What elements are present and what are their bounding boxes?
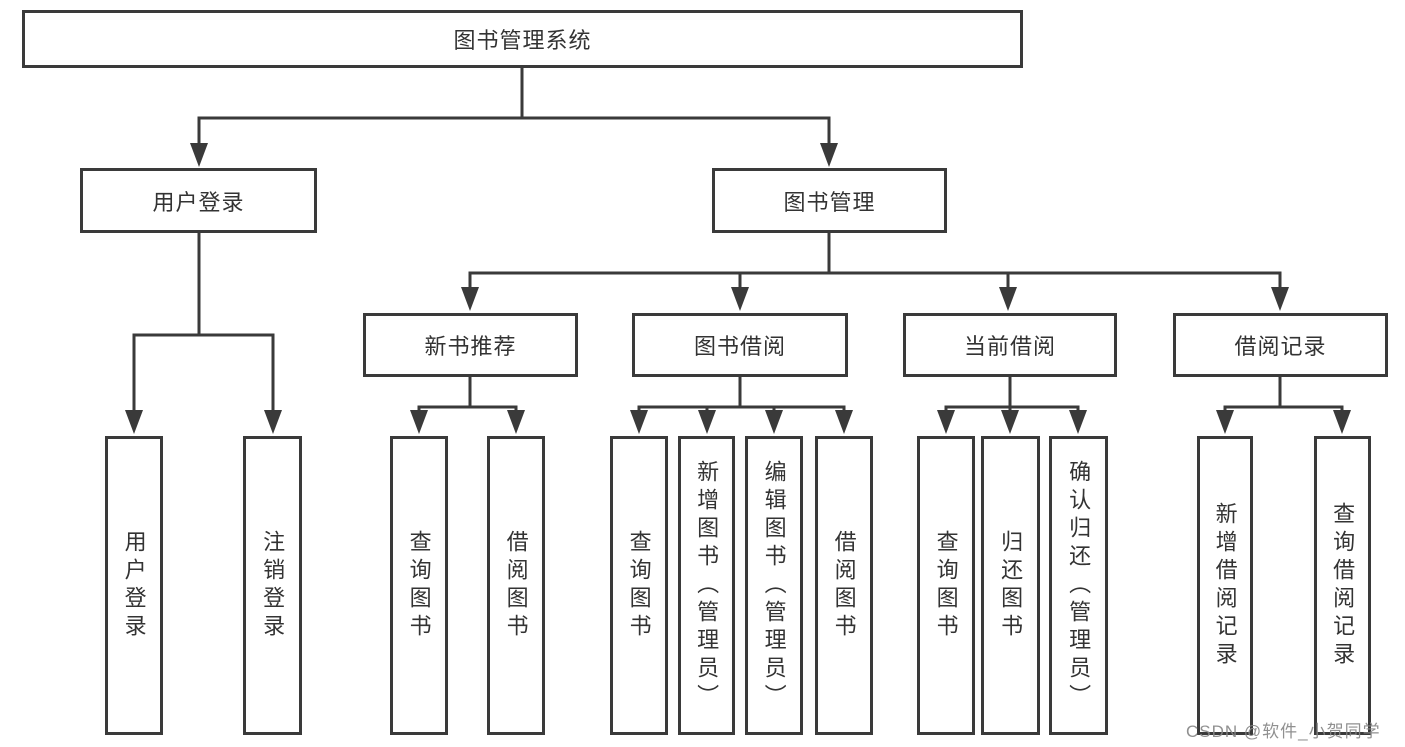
arrowhead-leaf-user-login [125, 410, 143, 434]
leaf-logout: 注销登录 [243, 436, 302, 735]
leaf-borrow-books: 借阅图书 [815, 436, 873, 735]
node-label: 图书借阅 [693, 334, 786, 359]
connector-user-login-children [132, 231, 275, 415]
leaf-query-books: 查询图书 [390, 436, 448, 735]
leaf-query-books: 查询图书 [610, 436, 668, 735]
connector-book-borrow-children [637, 375, 846, 415]
node-label: 借阅记录 [1234, 334, 1327, 359]
leaf-edit-book-admin: 编辑图书（管理员） [745, 436, 803, 735]
leaf-label: 查询图书 [626, 529, 652, 642]
leaf-label: 用户登录 [121, 529, 147, 642]
leaf-label: 归还图书 [998, 529, 1024, 642]
arrowhead-bb-edit [765, 410, 783, 434]
leaf-query-books: 查询图书 [917, 436, 975, 735]
leaf-label: 编辑图书（管理员） [761, 459, 787, 712]
node-label: 新书推荐 [424, 334, 517, 359]
arrowhead-cb-confirm [1069, 410, 1087, 434]
leaf-add-book-admin: 新增图书（管理员） [678, 436, 735, 735]
connector-new-book-children [417, 375, 518, 415]
node-label: 用户登录 [152, 189, 245, 215]
arrowhead-bb-borrow [835, 410, 853, 434]
arrowhead-book-borrow [731, 287, 749, 311]
leaf-label: 查询图书 [933, 529, 959, 642]
arrowhead-cb-query [937, 410, 955, 434]
arrowhead-cur-borrow [999, 287, 1017, 311]
node-label: 图书管理 [783, 189, 876, 215]
node-label: 当前借阅 [963, 334, 1056, 359]
leaf-user-login: 用户登录 [105, 436, 163, 735]
arrowhead-bb-query [630, 410, 648, 434]
arrowhead-nb-query [410, 410, 428, 434]
arrowhead-records [1271, 287, 1289, 311]
node-user-login: 用户登录 [80, 168, 317, 233]
node-label: 图书管理系统 [453, 28, 592, 53]
leaf-confirm-return-admin: 确认归还（管理员） [1049, 436, 1108, 735]
node-new-book-recommendation: 新书推荐 [363, 313, 578, 377]
node-current-borrowing: 当前借阅 [903, 313, 1117, 377]
node-library-management-system: 图书管理系统 [22, 10, 1023, 68]
leaf-label: 查询图书 [406, 529, 432, 642]
connector-book-mgmt-children [468, 231, 1282, 292]
arrowhead-bb-add [698, 410, 716, 434]
leaf-label: 注销登录 [260, 529, 286, 642]
leaf-label: 确认归还（管理员） [1066, 459, 1092, 712]
node-book-management: 图书管理 [712, 168, 947, 233]
connector-cur-borrow-children [944, 375, 1080, 415]
leaf-return-book: 归还图书 [981, 436, 1040, 735]
leaf-label: 借阅图书 [503, 529, 529, 642]
node-borrowing-records: 借阅记录 [1173, 313, 1388, 377]
arrowhead-br-add [1216, 410, 1234, 434]
leaf-borrow-books: 借阅图书 [487, 436, 545, 735]
leaf-label: 新增借阅记录 [1212, 501, 1238, 670]
connector-records-children [1223, 375, 1344, 415]
arrowhead-leaf-logout [264, 410, 282, 434]
leaf-label: 借阅图书 [831, 529, 857, 642]
arrowhead-cb-return [1001, 410, 1019, 434]
leaf-label: 查询借阅记录 [1330, 501, 1356, 670]
csdn-watermark: CSDN @软件_小贺同学 [1186, 722, 1381, 741]
arrowhead-nb-borrow [507, 410, 525, 434]
node-book-borrowing: 图书借阅 [632, 313, 848, 377]
arrowhead-br-query [1333, 410, 1351, 434]
arrowhead-user-login [190, 143, 208, 167]
leaf-query-borrow-record: 查询借阅记录 [1314, 436, 1371, 735]
arrowhead-new-book [461, 287, 479, 311]
arrowhead-book-mgmt [820, 143, 838, 167]
leaf-label: 新增图书（管理员） [694, 459, 720, 712]
leaf-add-borrow-record: 新增借阅记录 [1197, 436, 1253, 735]
connector-root-to-level2 [197, 66, 831, 148]
